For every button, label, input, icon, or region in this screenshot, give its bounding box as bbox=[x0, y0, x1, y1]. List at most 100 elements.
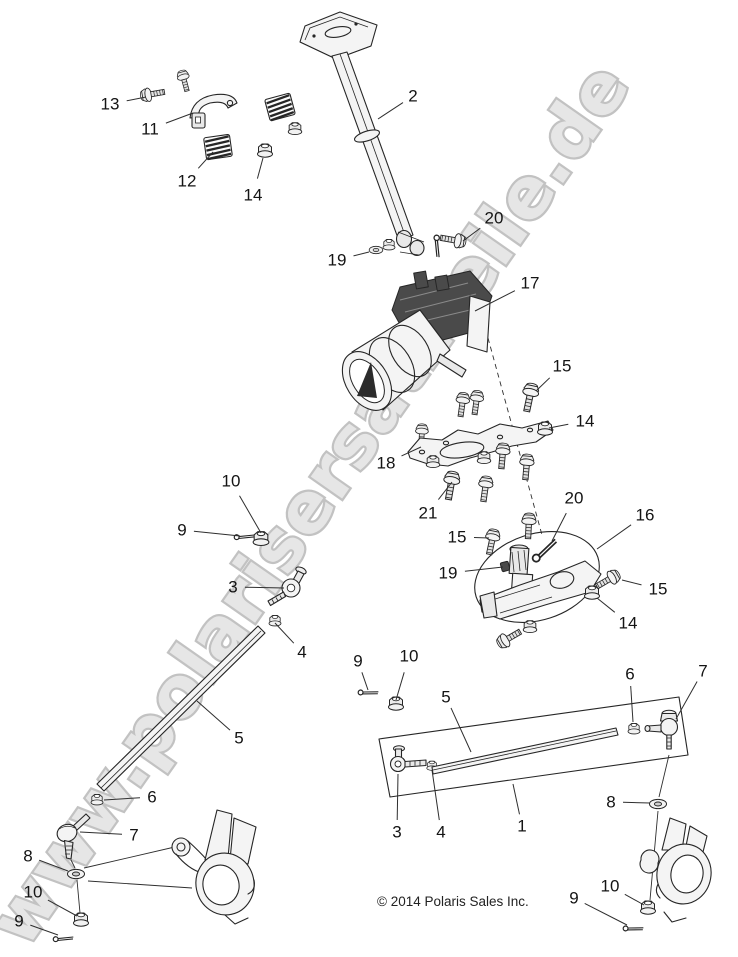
callout-leader-9 bbox=[584, 902, 628, 926]
callout-label-17: 17 bbox=[521, 274, 540, 293]
bolt-21 bbox=[440, 469, 462, 502]
callout-label-10: 10 bbox=[222, 472, 241, 491]
callout-leader-14 bbox=[256, 157, 264, 179]
screw bbox=[175, 68, 194, 93]
tie-rod-end-3 bbox=[267, 566, 307, 607]
callout-leader-19 bbox=[353, 251, 370, 257]
nut bbox=[476, 451, 492, 465]
nut-4 bbox=[268, 615, 282, 627]
callout-label-6: 6 bbox=[625, 665, 634, 684]
callout-label-20: 20 bbox=[565, 489, 584, 508]
nut-19 bbox=[382, 238, 396, 251]
tie-rod-end-3 bbox=[389, 745, 427, 773]
callout-leader-1 bbox=[512, 783, 520, 815]
callout-label-14: 14 bbox=[244, 186, 263, 205]
callout-leader-15 bbox=[473, 537, 490, 539]
bushing-12 bbox=[202, 133, 234, 161]
callout-label-15: 15 bbox=[448, 528, 467, 547]
bolt bbox=[493, 624, 525, 652]
assembly-box-1 bbox=[378, 696, 689, 798]
callout-label-14: 14 bbox=[576, 412, 595, 431]
watermark-text: www.polarisersatzteile.de bbox=[0, 47, 646, 957]
steering-column-drawing bbox=[299, 11, 425, 257]
callout-label-14: 14 bbox=[619, 614, 638, 633]
callout-label-9: 9 bbox=[353, 652, 362, 671]
callout-label-21: 21 bbox=[419, 504, 438, 523]
callout-leader-20 bbox=[462, 227, 481, 242]
nut-14 bbox=[257, 143, 273, 158]
bolt-15 bbox=[518, 381, 541, 414]
callout-leader-21 bbox=[438, 481, 453, 500]
callout-label-2: 2 bbox=[408, 87, 417, 106]
callout-label-4: 4 bbox=[436, 823, 445, 842]
callout-label-7: 7 bbox=[698, 662, 707, 681]
clip-19 bbox=[499, 560, 511, 573]
callout-label-10: 10 bbox=[601, 877, 620, 896]
callout-leader-16 bbox=[596, 524, 632, 550]
callout-leader-12 bbox=[197, 151, 214, 169]
callout-leader-8 bbox=[622, 801, 651, 804]
callout-leader-10 bbox=[395, 672, 405, 701]
nut-14 bbox=[584, 585, 600, 600]
bolt-15 bbox=[481, 527, 502, 557]
right-knuckle-drawing bbox=[639, 817, 712, 923]
callout-leader-8 bbox=[39, 859, 69, 872]
callout-leader-13 bbox=[126, 96, 147, 102]
callout-leader-2 bbox=[377, 102, 404, 120]
nut-10 bbox=[640, 900, 656, 915]
callout-leader-10 bbox=[47, 899, 78, 917]
callout-leader-3 bbox=[244, 586, 285, 589]
callout-label-5: 5 bbox=[441, 688, 450, 707]
left-knuckle-drawing bbox=[171, 809, 257, 925]
callout-label-3: 3 bbox=[228, 578, 237, 597]
callout-label-8: 8 bbox=[606, 793, 615, 812]
callout-label-7: 7 bbox=[129, 826, 138, 845]
nut-6 bbox=[627, 723, 641, 735]
bolt-13 bbox=[138, 84, 167, 104]
callout-leader-5 bbox=[450, 707, 472, 753]
washer-8 bbox=[649, 798, 667, 810]
tie-rod-end-7 bbox=[56, 813, 91, 860]
callout-label-3: 3 bbox=[392, 823, 401, 842]
column-clamp-group bbox=[138, 68, 303, 161]
callout-leader-17 bbox=[474, 290, 516, 312]
nut-6 bbox=[90, 794, 104, 806]
callout-label-5: 5 bbox=[234, 729, 243, 748]
right-tie-rod-assembly bbox=[357, 686, 689, 936]
callout-leader-4 bbox=[274, 622, 295, 644]
callout-label-13: 13 bbox=[101, 95, 120, 114]
callout-leader-10 bbox=[624, 893, 645, 906]
callout-leader-15 bbox=[621, 579, 642, 586]
callout-label-8: 8 bbox=[23, 847, 32, 866]
callout-label-19: 19 bbox=[328, 251, 347, 270]
callout-leader-19 bbox=[464, 566, 504, 572]
callout-leader-5 bbox=[196, 700, 231, 731]
callout-label-19: 19 bbox=[439, 564, 458, 583]
callout-leader-9 bbox=[193, 530, 241, 537]
callout-leader-18 bbox=[401, 446, 422, 457]
callout-leader-10 bbox=[239, 495, 262, 534]
nut bbox=[287, 122, 303, 136]
callout-label-1: 1 bbox=[517, 817, 526, 836]
clamp-11 bbox=[189, 93, 238, 119]
callout-label-15: 15 bbox=[553, 357, 572, 376]
callout-leader-15 bbox=[535, 377, 551, 392]
callout-label-10: 10 bbox=[24, 883, 43, 902]
callout-leader-11 bbox=[165, 112, 194, 124]
callout-label-18: 18 bbox=[377, 454, 396, 473]
bushing bbox=[263, 91, 297, 123]
bolt bbox=[475, 474, 495, 503]
callout-label-11: 11 bbox=[141, 120, 159, 139]
nut-10 bbox=[252, 531, 270, 547]
callout-label-16: 16 bbox=[636, 506, 655, 525]
callout-leader-14 bbox=[548, 423, 569, 429]
callout-label-6: 6 bbox=[147, 788, 156, 807]
washer-8 bbox=[67, 868, 85, 880]
bolt bbox=[520, 512, 538, 540]
bracket-group bbox=[407, 381, 554, 503]
tie-rod-5 bbox=[431, 727, 619, 775]
callout-label-4: 4 bbox=[297, 643, 306, 662]
callout-leader-20 bbox=[551, 512, 567, 542]
